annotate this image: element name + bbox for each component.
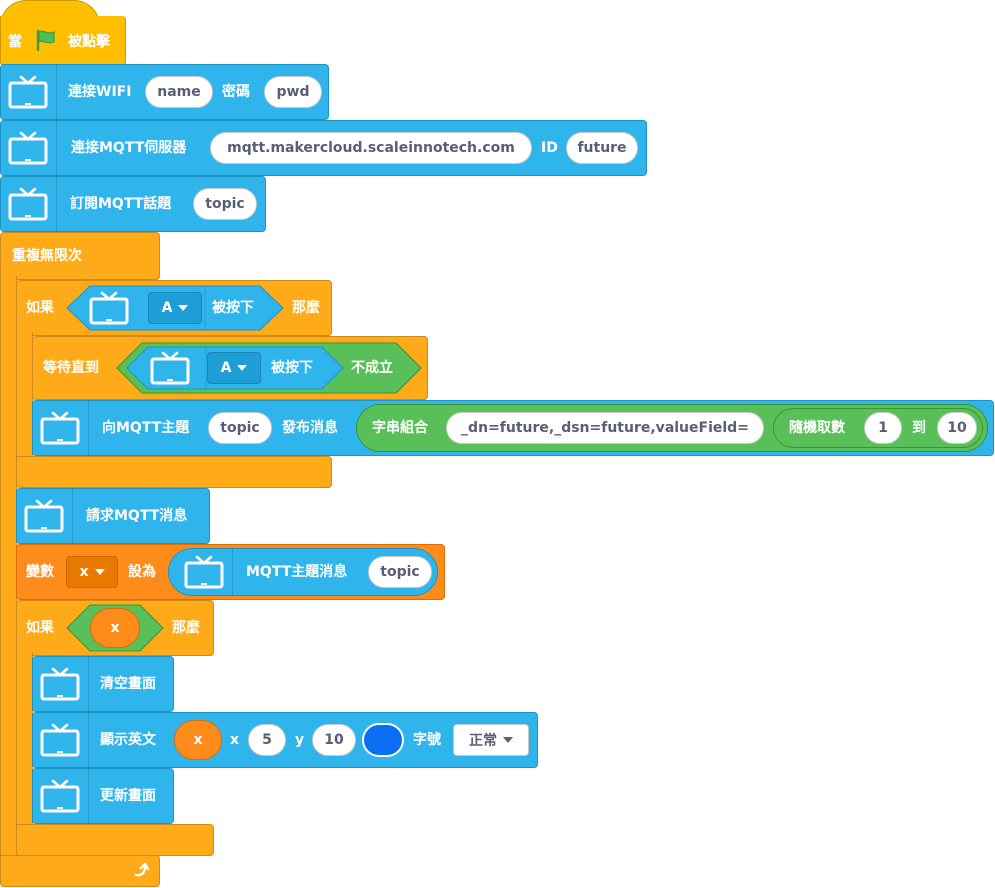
forever-arm	[0, 276, 17, 856]
tv-icon	[183, 554, 225, 590]
clear-label: 清空畫面	[100, 676, 156, 692]
y-label: y	[295, 732, 305, 748]
clear-screen-block[interactable]	[32, 656, 174, 712]
random-from-input[interactable]: 1	[864, 412, 902, 444]
ssid-input[interactable]: name	[145, 76, 213, 108]
if-2-bottom	[16, 824, 214, 856]
divider	[88, 768, 89, 824]
tv-icon	[23, 498, 65, 534]
topic-input[interactable]: topic	[208, 412, 272, 444]
forever-label: 重複無限次	[12, 248, 82, 264]
server-input[interactable]: mqtt.makercloud.scaleinnotech.com	[210, 132, 532, 164]
tv-icon	[39, 666, 81, 702]
divider	[72, 488, 73, 544]
password-label: 密碼	[222, 84, 250, 100]
divider	[88, 400, 89, 456]
tv-icon	[7, 186, 49, 222]
tv-icon	[149, 350, 191, 386]
subscribe-label: 訂閱MQTT話題	[70, 196, 172, 212]
not-label: 不成立	[351, 360, 393, 376]
tv-icon	[39, 778, 81, 814]
loop-arrow-icon	[134, 862, 150, 877]
mqtt-message-label: MQTT主題消息	[246, 564, 348, 580]
green-flag-icon	[36, 29, 55, 52]
if-1-label: 如果	[26, 300, 54, 316]
tv-icon	[39, 410, 81, 446]
random-label: 隨機取數	[789, 420, 845, 436]
forever-bottom	[0, 855, 160, 887]
tv-icon	[39, 722, 81, 758]
variable-x-reporter-2[interactable]: x	[174, 720, 222, 760]
request-label: 請求MQTT消息	[86, 508, 188, 524]
to-label: 到	[912, 420, 926, 436]
set-to-label: 設為	[128, 564, 156, 580]
divider	[56, 120, 57, 176]
publish-label: 向MQTT主題	[102, 420, 190, 436]
mqtt-connect-label: 連接MQTT伺服器	[71, 140, 187, 156]
font-size-label: 字號	[413, 732, 441, 748]
divider	[232, 548, 233, 596]
wait-label: 等待直到	[43, 360, 99, 376]
if-2-label: 如果	[26, 620, 54, 636]
tv-icon	[7, 74, 49, 110]
variable-x-reporter[interactable]: x	[90, 608, 140, 648]
button-dropdown[interactable]: A	[148, 292, 202, 324]
color-swatch[interactable]	[362, 723, 404, 757]
if-2-then: 那麼	[172, 620, 200, 636]
forever-block[interactable]	[0, 232, 160, 280]
variable-label: 變數	[26, 564, 54, 580]
refresh-label: 更新畫面	[100, 788, 156, 804]
divider	[56, 64, 57, 120]
if-1-bottom	[16, 456, 332, 488]
password-input[interactable]: pwd	[264, 76, 322, 108]
id-label: ID	[541, 140, 558, 156]
tv-icon	[88, 290, 130, 326]
request-message-block[interactable]	[16, 488, 210, 544]
y-input[interactable]: 10	[312, 724, 356, 756]
join-text-input[interactable]: _dn=future,_dsn=future,valueField=	[446, 412, 764, 444]
x-input[interactable]: 5	[248, 724, 286, 756]
pressed-label-2: 被按下	[271, 360, 313, 376]
when-label: 當	[8, 34, 22, 50]
x-label: x	[230, 732, 240, 748]
random-to-input[interactable]: 10	[937, 412, 977, 444]
tv-icon	[7, 130, 49, 166]
client-id-input[interactable]: future	[566, 132, 638, 164]
if-1-then: 那麼	[292, 300, 320, 316]
subscribe-topic-input[interactable]: topic	[193, 188, 257, 220]
when-flag-clicked-block[interactable]	[0, 16, 126, 66]
show-text-label: 顯示英文	[100, 732, 156, 748]
font-size-dropdown[interactable]: 正常	[453, 724, 529, 756]
variable-dropdown[interactable]: x	[66, 556, 118, 588]
join-label: 字串組合	[372, 420, 428, 436]
refresh-screen-block[interactable]	[32, 768, 174, 824]
divider	[88, 712, 89, 768]
divider	[56, 176, 57, 232]
wifi-label: 連接WIFI	[68, 84, 132, 100]
if-1-arm	[16, 332, 33, 462]
divider	[88, 656, 89, 712]
pressed-label: 被按下	[212, 300, 254, 316]
message-topic-input[interactable]: topic	[368, 556, 432, 588]
clicked-label: 被點擊	[68, 34, 110, 50]
button-dropdown-2[interactable]: A	[207, 352, 261, 384]
publish-message-label: 發布消息	[282, 420, 338, 436]
if-2-arm	[16, 652, 33, 830]
